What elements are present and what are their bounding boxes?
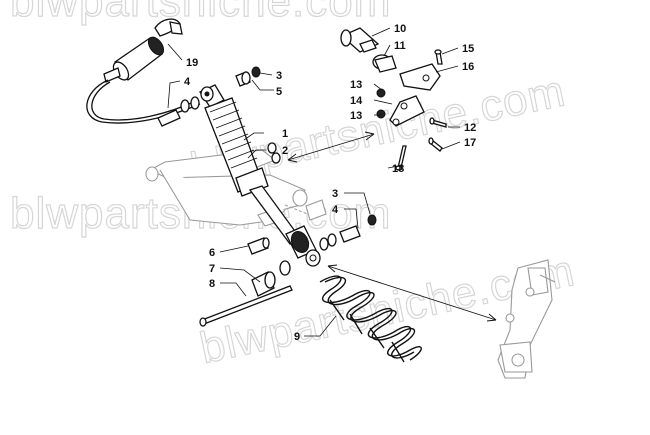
- lower-right-hardware: [319, 214, 377, 251]
- linkage-arm: [399, 49, 443, 91]
- assembly-arrows: [287, 131, 497, 322]
- bushing-7: [251, 260, 291, 297]
- callout-17: 17: [464, 137, 476, 149]
- callout-13-lower: 13: [350, 110, 362, 122]
- shock-reservoir: [103, 18, 183, 83]
- callout-4-upper: 4: [184, 76, 191, 88]
- callout-3-upper: 3: [276, 70, 282, 82]
- chassis-bracket-ghost: [497, 259, 556, 379]
- callout-9: 9: [294, 331, 300, 343]
- leader-lines: [167, 27, 461, 337]
- callout-13-upper: 13: [350, 79, 362, 91]
- callout-18: 18: [392, 163, 404, 175]
- callout-10: 10: [394, 23, 406, 35]
- callout-14: 14: [350, 95, 363, 107]
- callout-15: 15: [462, 43, 474, 55]
- callout-6: 6: [209, 247, 215, 259]
- callout-8: 8: [209, 278, 215, 290]
- lower-mount-ghost: [305, 199, 327, 221]
- bolt-8: [199, 285, 293, 327]
- callout-2: 2: [282, 145, 288, 157]
- callout-12: 12: [464, 122, 476, 134]
- callout-4-lower: 4: [332, 204, 339, 216]
- link-rod: [376, 88, 425, 127]
- upper-hardware: [235, 66, 281, 164]
- callout-3-lower: 3: [332, 188, 338, 200]
- callout-19: 19: [186, 57, 198, 69]
- coil-spring: [319, 275, 422, 363]
- shock-absorber: [199, 84, 321, 267]
- linkage-pivot: [340, 27, 397, 73]
- callout-1: 1: [282, 128, 288, 140]
- bolts-right: [395, 117, 447, 171]
- bushing-6: [247, 237, 270, 255]
- callout-labels: 19 4 3 5 1 2 3 4 6 7 8 9 10 11 15 16 13 …: [184, 23, 476, 343]
- callout-16: 16: [462, 61, 474, 73]
- hose-fitting: [157, 96, 200, 127]
- callout-7: 7: [209, 263, 215, 275]
- callout-11: 11: [394, 40, 406, 52]
- callout-5: 5: [276, 86, 282, 98]
- watermark-text-top: blwpartsniche.com: [10, 0, 391, 26]
